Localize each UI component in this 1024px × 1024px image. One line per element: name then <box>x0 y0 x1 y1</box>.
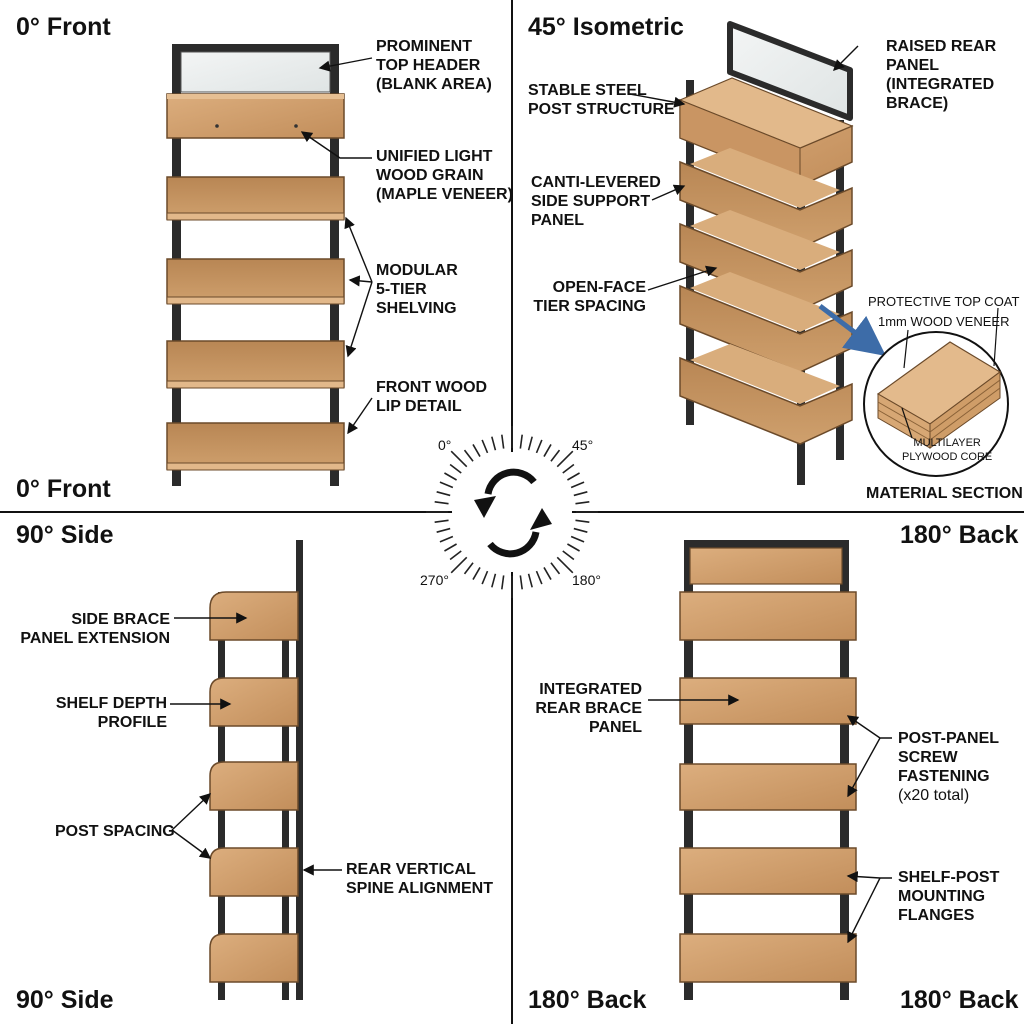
dial-tick-mark <box>434 501 449 505</box>
dial-tick-mark <box>570 535 585 543</box>
dial-tick-mark <box>450 556 468 574</box>
dial-tick-180: 180° <box>572 572 601 588</box>
side-view-bottom-title: 90° Side <box>16 986 114 1014</box>
dial-tick-mark <box>481 439 489 454</box>
dial-tick-mark <box>434 519 449 523</box>
dial-tick-mark <box>556 556 574 574</box>
dial-tick-mark <box>436 491 451 497</box>
back-view-bottom-right-title: 180° Back <box>900 986 1019 1014</box>
material-section-title: MATERIAL SECTION <box>866 485 1023 502</box>
isometric-view-shelf <box>629 21 859 485</box>
rotation-arrows-icon <box>474 468 552 558</box>
dial-tick-mark <box>567 472 580 481</box>
material-top-coat-label: PROTECTIVE TOP COAT <box>868 294 1020 309</box>
dial-center <box>452 452 572 572</box>
dial-tick-mark <box>436 527 451 533</box>
dial-tick-mark <box>519 434 523 449</box>
dial-tick-mark <box>481 570 489 585</box>
dial-tick-mark <box>491 573 497 588</box>
dial-tick-mark <box>463 562 474 575</box>
dial-tick-mark <box>562 550 575 561</box>
front-view-shelf <box>166 44 373 486</box>
dial-tick-mark <box>570 481 585 489</box>
dial-tick-270: 270° <box>420 572 449 588</box>
dial-tick-mark <box>543 444 552 457</box>
dial-tick-mark <box>444 543 457 552</box>
dial-tick-mark <box>535 570 543 585</box>
dial-tick-mark <box>519 575 523 590</box>
dial-tick-mark <box>543 567 552 580</box>
dial-tick-mark <box>439 535 454 543</box>
front-view-bottom-title: 0° Front <box>16 475 111 503</box>
dial-tick-mark <box>450 450 468 468</box>
dial-tick-mark <box>501 434 505 449</box>
dial-tick-mark <box>573 527 588 533</box>
dial-tick-mark <box>527 573 533 588</box>
dial-tick-mark <box>439 481 454 489</box>
dial-tick-mark <box>491 436 497 451</box>
side-view-title: 90° Side <box>16 521 114 549</box>
dial-tick-mark <box>449 550 462 561</box>
side-view-shelf <box>170 540 342 1000</box>
dial-tick-mark <box>567 543 580 552</box>
dial-tick-mark <box>556 450 574 468</box>
dial-tick-mark <box>527 436 533 451</box>
screw-count-note: (x20 total) <box>898 787 970 804</box>
dial-tick-mark <box>575 519 590 523</box>
dial-tick-mark <box>562 463 575 474</box>
material-veneer-label: 1mm WOOD VENEER <box>878 314 1010 329</box>
isometric-view-title: 45° Isometric <box>528 13 684 41</box>
dial-tick-0: 0° <box>438 437 452 453</box>
front-view-title: 0° Front <box>16 13 111 41</box>
dial-tick-mark <box>501 575 505 590</box>
dial-tick-mark <box>573 491 588 497</box>
dial-tick-mark <box>472 444 481 457</box>
dial-tick-45: 45° <box>572 437 594 453</box>
back-view-shelf <box>648 540 892 1000</box>
front-header-panel <box>180 51 331 93</box>
rotation-dial <box>426 426 598 598</box>
dial-tick-mark <box>550 562 561 575</box>
dial-tick-mark <box>444 472 457 481</box>
material-section-detail <box>818 304 1009 477</box>
dial-tick-mark <box>575 501 590 505</box>
back-view-bottom-left-title: 180° Back <box>528 986 647 1014</box>
dial-tick-mark <box>472 567 481 580</box>
dial-tick-mark <box>463 449 474 462</box>
dial-tick-mark <box>535 439 543 454</box>
callout-post-spacing: POST SPACING <box>55 823 175 840</box>
dial-tick-mark <box>449 463 462 474</box>
back-view-title: 180° Back <box>900 521 1019 549</box>
dial-tick-mark <box>550 449 561 462</box>
